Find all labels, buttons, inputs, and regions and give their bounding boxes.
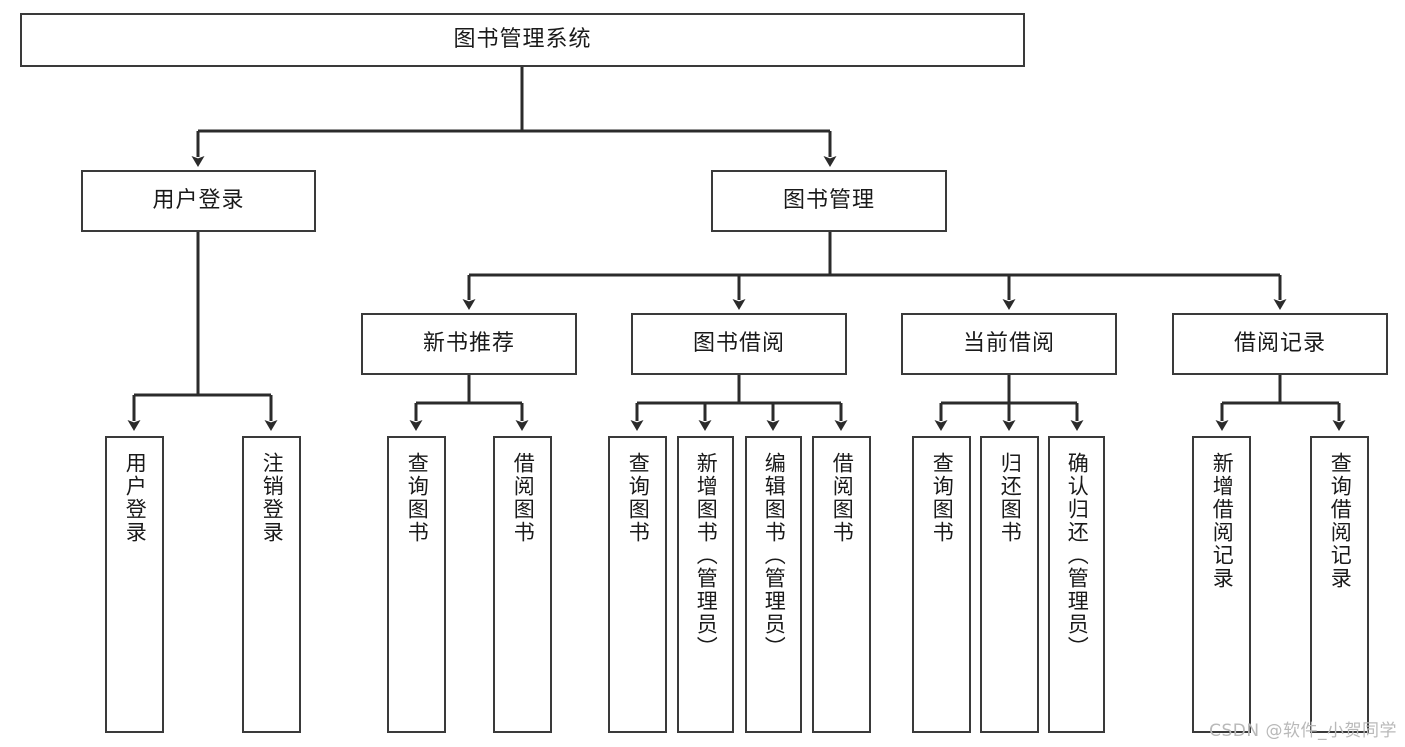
node-label: 用户登录 bbox=[152, 188, 245, 214]
node-current-borrow[interactable]: 当前借阅 bbox=[901, 313, 1117, 375]
node-label: 注销登录 bbox=[260, 452, 285, 544]
leaf-borrow-book-recommend[interactable]: 借阅图书 bbox=[493, 436, 552, 733]
node-new-book-recommend[interactable]: 新书推荐 bbox=[361, 313, 577, 375]
node-book-borrow[interactable]: 图书借阅 bbox=[631, 313, 847, 375]
node-label: 新增图书（管理员） bbox=[694, 452, 719, 659]
node-book-management[interactable]: 图书管理 bbox=[711, 170, 947, 232]
node-label: 新增借阅记录 bbox=[1210, 452, 1235, 590]
node-label: 查询图书 bbox=[626, 452, 651, 544]
node-label: 当前借阅 bbox=[962, 331, 1055, 357]
node-label: 借阅图书 bbox=[511, 452, 536, 544]
leaf-logout-login[interactable]: 注销登录 bbox=[242, 436, 301, 733]
node-label: 归还图书 bbox=[998, 452, 1023, 544]
leaf-confirm-return-admin[interactable]: 确认归还（管理员） bbox=[1048, 436, 1105, 733]
node-borrow-record[interactable]: 借阅记录 bbox=[1172, 313, 1388, 375]
csdn-watermark: CSDN @软件_小贺同学 bbox=[1209, 721, 1397, 741]
leaf-user-login[interactable]: 用户登录 bbox=[105, 436, 164, 733]
leaf-query-borrow-record[interactable]: 查询借阅记录 bbox=[1310, 436, 1369, 733]
node-label: 新书推荐 bbox=[422, 331, 515, 357]
leaf-query-book-current[interactable]: 查询图书 bbox=[912, 436, 971, 733]
node-label: 查询图书 bbox=[930, 452, 955, 544]
leaf-borrow-book[interactable]: 借阅图书 bbox=[812, 436, 871, 733]
node-label: 查询借阅记录 bbox=[1328, 452, 1353, 590]
node-label: 借阅记录 bbox=[1233, 331, 1326, 357]
node-label: 借阅图书 bbox=[830, 452, 855, 544]
leaf-query-book-recommend[interactable]: 查询图书 bbox=[387, 436, 446, 733]
leaf-add-book-admin[interactable]: 新增图书（管理员） bbox=[677, 436, 734, 733]
leaf-return-book[interactable]: 归还图书 bbox=[980, 436, 1039, 733]
leaf-query-book-borrow[interactable]: 查询图书 bbox=[608, 436, 667, 733]
node-label: 图书借阅 bbox=[692, 331, 785, 357]
node-label: 确认归还（管理员） bbox=[1065, 452, 1090, 659]
leaf-edit-book-admin[interactable]: 编辑图书（管理员） bbox=[745, 436, 802, 733]
node-label: 查询图书 bbox=[405, 452, 430, 544]
node-root-book-management-system[interactable]: 图书管理系统 bbox=[20, 13, 1025, 67]
leaf-add-borrow-record[interactable]: 新增借阅记录 bbox=[1192, 436, 1251, 733]
node-user-login[interactable]: 用户登录 bbox=[81, 170, 316, 232]
node-label: 图书管理 bbox=[782, 188, 875, 214]
node-label: 用户登录 bbox=[123, 452, 148, 544]
node-label: 图书管理系统 bbox=[453, 27, 592, 53]
node-label: 编辑图书（管理员） bbox=[762, 452, 787, 659]
